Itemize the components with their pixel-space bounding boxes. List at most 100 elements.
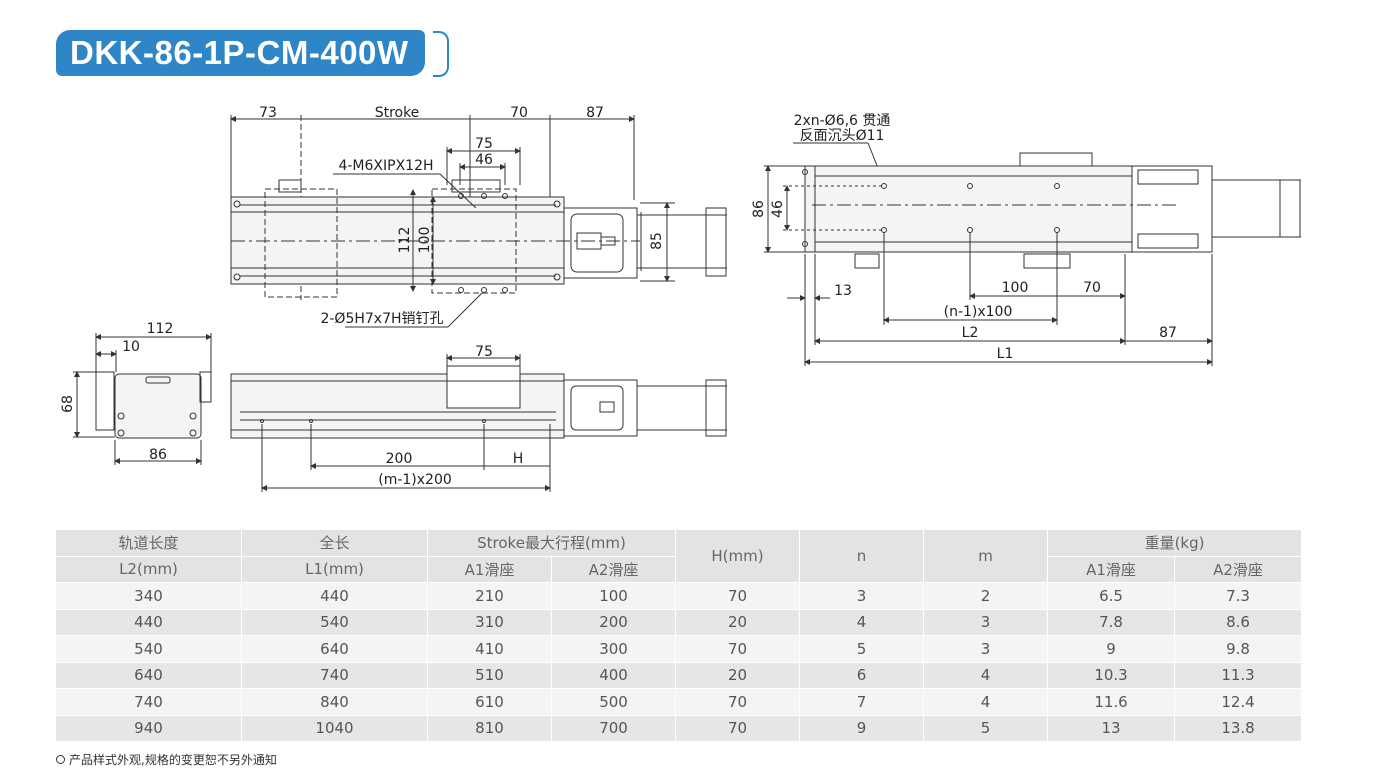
header-weight: 重量(kg): [1047, 529, 1303, 557]
cell: 3: [923, 608, 1049, 636]
cell: 440: [241, 582, 428, 610]
cell: 2: [923, 582, 1049, 610]
top-view: [230, 115, 727, 328]
bottom-view: [764, 142, 1301, 366]
bullet-circle-icon: [56, 755, 65, 764]
svg-text:L1: L1: [997, 346, 1014, 362]
svg-text:70: 70: [510, 105, 528, 121]
cell: 400: [550, 661, 677, 689]
cell: 510: [427, 661, 552, 689]
svg-text:反面沉头Ø11: 反面沉头Ø11: [800, 128, 885, 144]
cell: 12.4: [1174, 688, 1303, 716]
header-weight-a2: A2滑座: [1174, 555, 1303, 583]
page-title: DKK-86-1P-CM-400W: [56, 30, 425, 76]
bottom-view-labels: 2xn-Ø6,6 贯通 反面沉头Ø11 86 46 13 100 70 (n-1…: [751, 113, 1177, 362]
title-decoration: [433, 31, 449, 77]
cell: 70: [675, 635, 801, 663]
cell: 810: [427, 714, 552, 742]
svg-text:73: 73: [259, 105, 277, 121]
cell: 70: [675, 688, 801, 716]
cell: 9: [1047, 635, 1176, 663]
header-total-length-unit: L1(mm): [241, 555, 428, 583]
cell: 640: [55, 661, 242, 689]
cell: 20: [675, 661, 801, 689]
cell: 310: [427, 608, 552, 636]
cell: 4: [923, 661, 1049, 689]
cell: 7: [799, 688, 925, 716]
cell: 5: [923, 714, 1049, 742]
svg-text:100: 100: [417, 227, 433, 254]
cell: 20: [675, 608, 801, 636]
cell: 7.8: [1047, 608, 1176, 636]
svg-text:H: H: [513, 451, 524, 467]
svg-text:200: 200: [386, 451, 413, 467]
svg-text:Stroke: Stroke: [375, 105, 420, 121]
cell: 210: [427, 582, 552, 610]
svg-text:(m-1)x200: (m-1)x200: [378, 472, 452, 488]
cell: 70: [675, 582, 801, 610]
cell: 7.3: [1174, 582, 1303, 610]
cell: 8.6: [1174, 608, 1303, 636]
svg-text:10: 10: [122, 339, 140, 355]
cell: 4: [923, 688, 1049, 716]
svg-text:112: 112: [397, 227, 413, 254]
cell: 6.5: [1047, 582, 1176, 610]
header-stroke: Stroke最大行程(mm): [426, 529, 677, 557]
cell: 540: [241, 608, 428, 636]
cell: 340: [55, 582, 242, 610]
svg-text:86: 86: [149, 447, 167, 463]
cell: 540: [55, 635, 242, 663]
cell: 610: [427, 688, 552, 716]
svg-text:L2: L2: [962, 325, 979, 341]
cell: 13: [1047, 714, 1176, 742]
header-weight-a1: A1滑座: [1047, 555, 1176, 583]
header-h: H(mm): [675, 529, 801, 583]
side-view: [230, 354, 727, 492]
svg-text:68: 68: [60, 395, 76, 413]
svg-text:86: 86: [751, 200, 767, 218]
cell: 100: [550, 582, 677, 610]
cell: 70: [675, 714, 801, 742]
end-view: [73, 333, 212, 465]
cell: 410: [427, 635, 552, 663]
header-n: n: [799, 529, 925, 583]
cell: 6: [799, 661, 925, 689]
cell: 5: [799, 635, 925, 663]
svg-text:87: 87: [1159, 325, 1177, 341]
footnote: 产品样式外观,规格的变更恕不另外通知: [56, 751, 277, 768]
cell: 740: [55, 688, 242, 716]
header-m: m: [923, 529, 1049, 583]
cell: 4: [799, 608, 925, 636]
cell: 700: [550, 714, 677, 742]
svg-text:(n-1)x100: (n-1)x100: [944, 304, 1013, 320]
cell: 9.8: [1174, 635, 1303, 663]
svg-text:2-Ø5H7x7H销钉孔: 2-Ø5H7x7H销钉孔: [320, 311, 443, 327]
cell: 940: [55, 714, 242, 742]
cell: 3: [923, 635, 1049, 663]
svg-text:75: 75: [475, 344, 493, 360]
svg-text:70: 70: [1083, 280, 1101, 296]
svg-text:46: 46: [770, 200, 786, 218]
cell: 840: [241, 688, 428, 716]
cell: 640: [241, 635, 428, 663]
cell: 1040: [241, 714, 428, 742]
svg-text:75: 75: [475, 136, 493, 152]
svg-text:4-M6XIPX12H: 4-M6XIPX12H: [338, 158, 433, 174]
technical-drawing: 73 Stroke 70 87 75 46 4-M6XIPX12H 112 10…: [60, 105, 1301, 492]
cell: 11.3: [1174, 661, 1303, 689]
cell: 11.6: [1047, 688, 1176, 716]
cell: 740: [241, 661, 428, 689]
header-stroke-a2: A2滑座: [550, 555, 677, 583]
header-total-length: 全长: [241, 529, 428, 557]
side-view-labels: 75 200 H (m-1)x200: [378, 344, 523, 488]
svg-text:100: 100: [1002, 280, 1029, 296]
spec-table: 轨道长度 全长 Stroke最大行程(mm) H(mm) n m 重量(kg) …: [55, 529, 1303, 742]
cell: 3: [799, 582, 925, 610]
svg-text:87: 87: [586, 105, 604, 121]
